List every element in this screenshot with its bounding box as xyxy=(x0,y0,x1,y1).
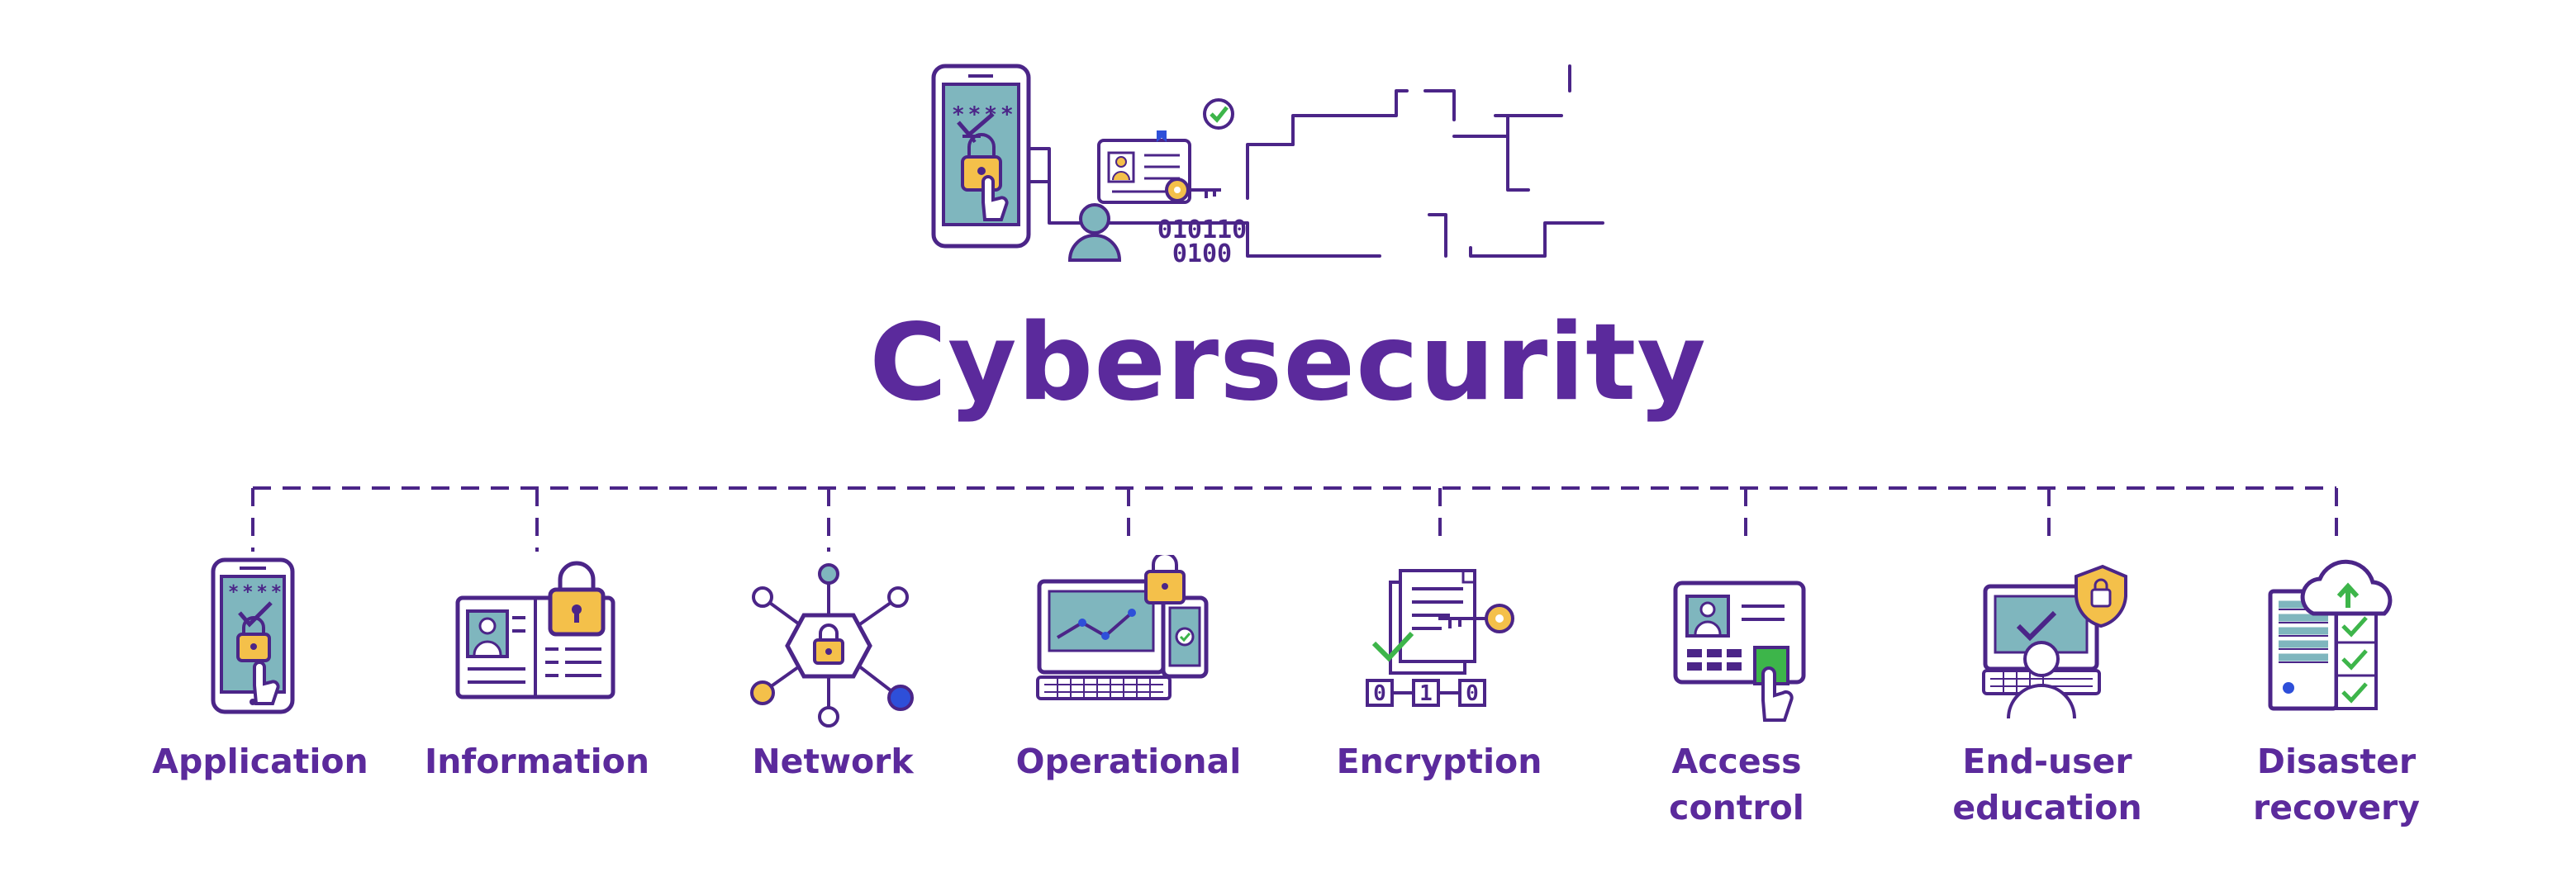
user-computer-shield-icon xyxy=(1982,564,2127,719)
category-label-end-user-education: End-user education xyxy=(1952,742,2142,827)
page-title: Cybersecurity xyxy=(869,301,1707,424)
hero-binary-line-2: 0100 xyxy=(1172,239,1233,268)
category-label-access-control: Access control xyxy=(1669,742,1804,827)
id-terminal-icon xyxy=(1673,581,1806,722)
server-cloud-icon xyxy=(2268,559,2393,711)
hero-phone-icon xyxy=(931,64,1031,249)
document-key-icon xyxy=(1371,569,1514,675)
hero-key-icon xyxy=(1165,178,1221,202)
category-label-application: Application xyxy=(152,742,368,781)
id-card-lock-icon xyxy=(455,561,615,699)
category-label-operational: Operational xyxy=(1015,742,1242,781)
category-label-disaster-recovery: Disaster recovery xyxy=(2253,742,2420,827)
hero-id-card-icon xyxy=(1097,130,1191,204)
category-label-information: Information xyxy=(424,742,650,781)
hero-user-icon xyxy=(1067,203,1122,262)
hero-password-mask: **** xyxy=(952,102,1017,127)
hero-illustration xyxy=(931,64,1604,262)
encryption-bits: 0 1 0 xyxy=(1366,676,1486,709)
encryption-bit-box: 1 xyxy=(1412,679,1440,707)
phone-lock-icon xyxy=(211,557,295,714)
network-lock-icon xyxy=(750,563,914,728)
encryption-bit-box: 0 xyxy=(1458,679,1486,707)
encryption-bit-box: 0 xyxy=(1366,679,1394,707)
hero-check-circle-icon xyxy=(1203,98,1234,130)
category-label-encryption: Encryption xyxy=(1336,742,1542,781)
monitor-chart-lock-icon xyxy=(1036,555,1209,700)
category-label-network: Network xyxy=(752,742,914,781)
hero-binary-line-1: 010110 xyxy=(1157,216,1248,244)
application-password-mask: **** xyxy=(228,582,285,603)
